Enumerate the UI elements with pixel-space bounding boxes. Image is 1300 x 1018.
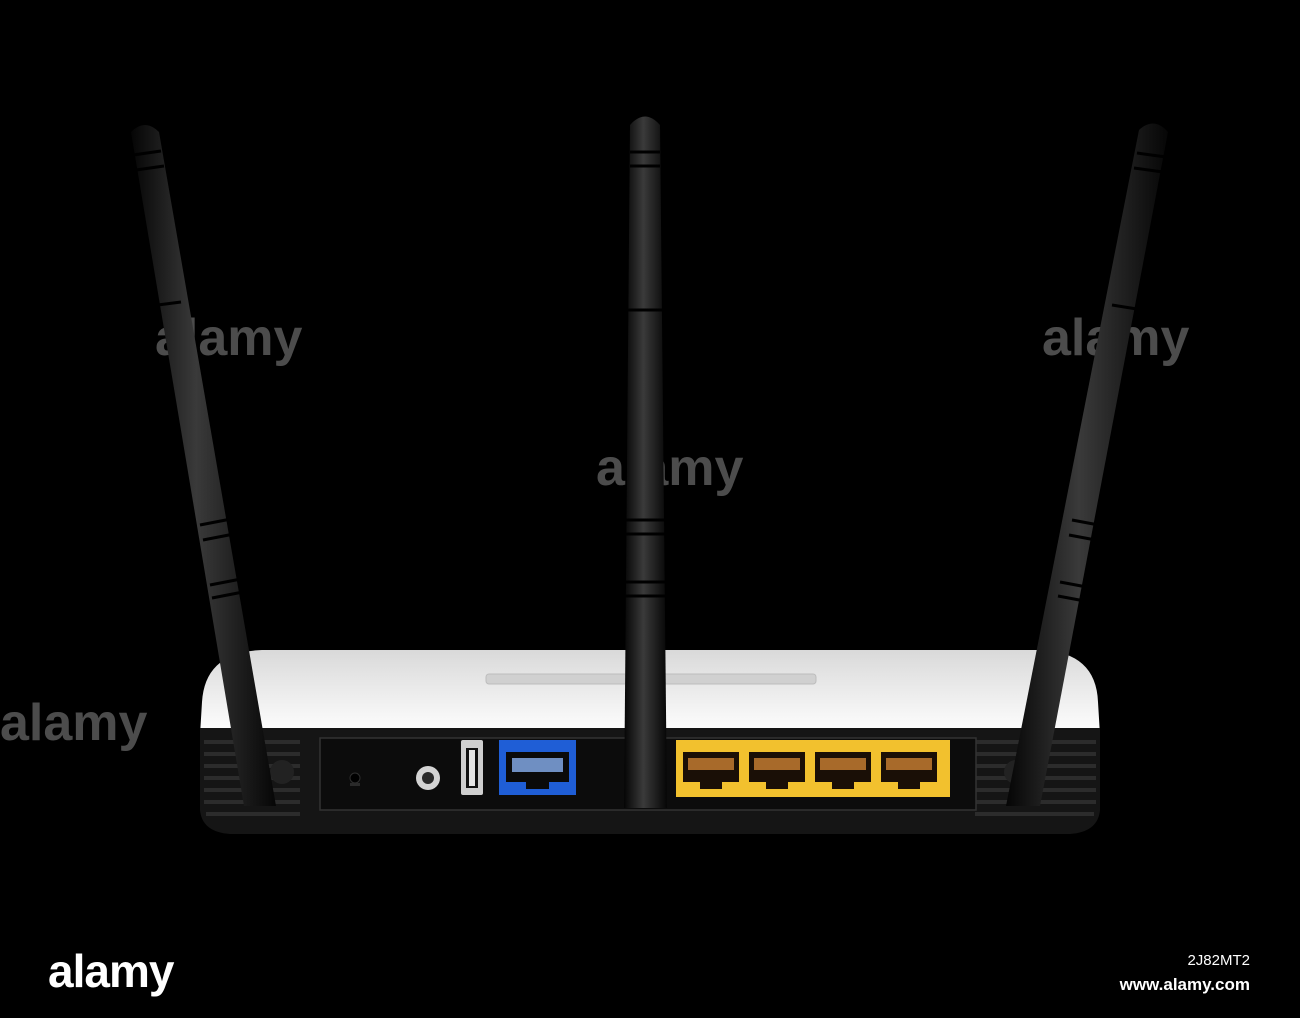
watermark-text: alamy — [596, 439, 744, 497]
antenna-right — [1004, 123, 1168, 806]
usb-port — [461, 740, 483, 795]
image-id-label: 2J82MT2 — [1187, 952, 1250, 969]
lan-port — [815, 752, 871, 789]
antenna-center — [624, 116, 667, 808]
lan-port — [683, 752, 739, 789]
site-url-label: www.alamy.com — [1119, 975, 1250, 994]
lan-port-group — [676, 740, 950, 797]
watermark-bar — [0, 937, 1300, 1018]
antenna-left — [131, 125, 294, 806]
lan-port — [881, 752, 937, 789]
wan-port — [499, 740, 576, 795]
power-button — [416, 766, 440, 790]
lan-port — [749, 752, 805, 789]
power-jack — [349, 772, 361, 786]
watermark-text: alamy — [0, 694, 148, 752]
alamy-logo: alamy — [48, 945, 174, 997]
